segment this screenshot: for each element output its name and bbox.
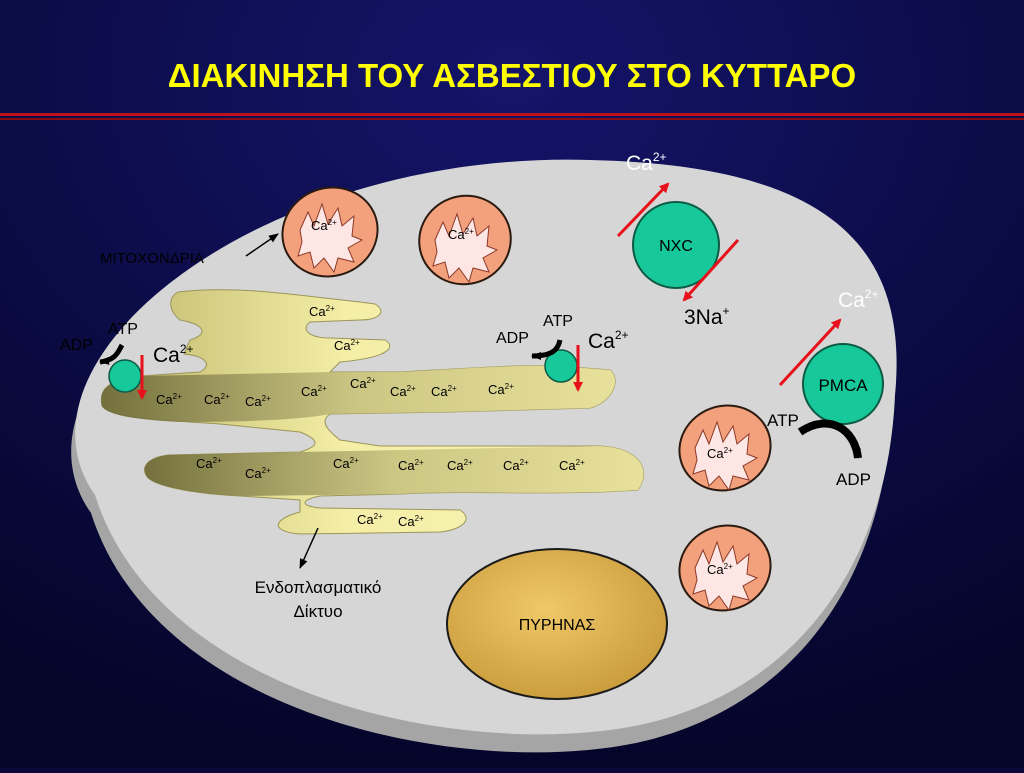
atp-adp-arrow-right: [531, 339, 563, 360]
mitochondria-label: ΜΙΤΟΧΟΝΔΡΙΑ: [100, 250, 204, 267]
ca-label-er-17: Ca2+: [559, 458, 585, 473]
adp-label-right: ADP: [496, 330, 529, 347]
ca-label-er-18: Ca2+: [357, 512, 383, 527]
atp-label-right: ATP: [543, 313, 573, 330]
adp-label-left: ADP: [60, 337, 93, 354]
ca-label-nxc-out: Ca2+: [626, 150, 667, 175]
ca-label-er-13: Ca2+: [333, 456, 359, 471]
ca-label-mito-1: Ca2+: [311, 218, 337, 233]
ca-label-mito-2: Ca2+: [448, 227, 474, 242]
er-label-line1: Ενδοπλασματικό: [255, 578, 382, 597]
ca-label-er-11: Ca2+: [196, 456, 222, 471]
nucleus-label: ΠΥΡΗΝΑΣ: [519, 617, 596, 634]
atp-adp-arrow-pmca: [797, 419, 862, 459]
er-cisterna-upper: [101, 365, 616, 422]
title-rule: [0, 113, 1024, 116]
title-rule-shadow: [0, 118, 1024, 120]
endoplasmic-reticulum: [100, 289, 645, 535]
er-label-line2: Δίκτυο: [293, 602, 342, 621]
ca-label-mito-4: Ca2+: [707, 562, 733, 577]
nxc-ca-out-arrow: [616, 182, 670, 238]
er-pointer: [299, 527, 319, 569]
atp-adp-arrow-left: [99, 343, 125, 365]
atp-label-left: ATP: [108, 321, 138, 338]
adp-label-pmca: ADP: [836, 470, 871, 489]
ca-label-er-19: Ca2+: [398, 514, 424, 529]
mitochondria-pointer: [245, 233, 279, 257]
er-cisterna-lower: [144, 446, 644, 496]
mitochondrion-2: [418, 194, 512, 286]
ca-label-mito-3: Ca2+: [707, 446, 733, 461]
ca-label-er-5: Ca2+: [390, 384, 416, 399]
ca-label-er-12: Ca2+: [245, 466, 271, 481]
ca-label-pmca-out: Ca2+: [838, 287, 879, 312]
mitochondrion-1: [281, 186, 379, 278]
nxc-na-in-arrow: [682, 238, 740, 302]
pmca-ca-out-arrow: [778, 318, 842, 387]
ca-label-er-10: Ca2+: [245, 394, 271, 409]
ca-label-serca-left: Ca2+: [153, 342, 194, 367]
mitochondrion-3: [678, 404, 772, 492]
nxc-exchanger: [632, 201, 720, 289]
ca-label-er-3: Ca2+: [350, 376, 376, 391]
nucleus: ΠΥΡΗΝΑΣ: [446, 548, 668, 700]
ca-label-er-2: Ca2+: [334, 338, 360, 353]
ca-label-er-7: Ca2+: [488, 382, 514, 397]
nxc-label: NXC: [659, 238, 693, 255]
pmca-pump: [802, 343, 884, 425]
serca-pump-left: [108, 359, 142, 393]
ca-label-serca-right: Ca2+: [588, 328, 629, 353]
na-ion-label: 3Na+: [684, 304, 730, 329]
mitochondrion-4: [678, 524, 772, 612]
ca-label-er-6: Ca2+: [431, 384, 457, 399]
ca-label-er-8: Ca2+: [156, 392, 182, 407]
ca-label-er-1: Ca2+: [309, 304, 335, 319]
pmca-label: PMCA: [818, 376, 868, 395]
ca-label-er-9: Ca2+: [204, 392, 230, 407]
ca-label-er-15: Ca2+: [447, 458, 473, 473]
atp-label-pmca: ATP: [767, 411, 799, 430]
ca-label-er-14: Ca2+: [398, 458, 424, 473]
ca-label-er-4: Ca2+: [301, 384, 327, 399]
ca-label-er-16: Ca2+: [503, 458, 529, 473]
slide-title: ΔΙΑΚΙΝΗΣΗ ΤΟΥ ΑΣΒΕΣΤΙΟΥ ΣΤΟ ΚΥΤΤΑΡΟ: [168, 57, 856, 94]
